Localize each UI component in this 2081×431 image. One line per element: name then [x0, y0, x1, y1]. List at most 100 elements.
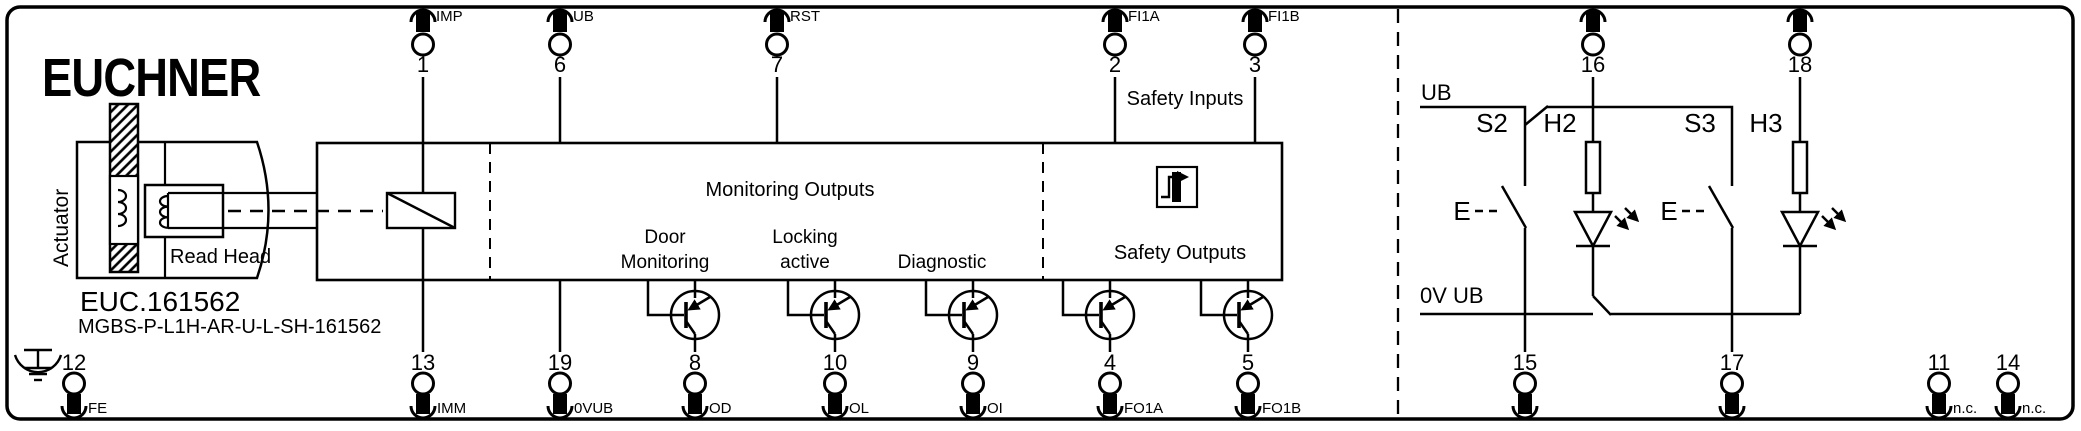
terminal-circle-icon — [1243, 32, 1267, 57]
terminal-hood-icon — [959, 405, 987, 420]
lamp-h2-label: H2 — [1543, 108, 1576, 138]
terminal-pin-icon — [828, 394, 842, 414]
lamp-h3-branch — [1782, 77, 1844, 314]
resistor-h3 — [1791, 140, 1809, 195]
terminal-top-18: 18 — [1786, 8, 1814, 77]
terminal-pin-icon — [553, 394, 567, 414]
terminal-pin-icon — [416, 11, 430, 32]
terminal-number: 9 — [967, 350, 979, 375]
terminal-label: n.c. — [2022, 400, 2046, 417]
switch-s2-label: S2 — [1476, 108, 1508, 138]
terminal-bottom-11: 11 n.c. — [1925, 350, 1977, 420]
terminal-top-6: 6 UB — [546, 8, 594, 77]
monitoring-outputs-label: Monitoring Outputs — [706, 179, 875, 201]
ub-rail — [1420, 105, 1527, 186]
terminal-label: OL — [849, 400, 869, 417]
ub-rail-label: UB — [1421, 80, 1452, 105]
terminal-label: FE — [88, 400, 107, 417]
terminal-hood-icon — [763, 8, 791, 23]
terminal-circle-icon — [1581, 32, 1605, 57]
device-block-outline — [315, 141, 1284, 282]
actuator-assembly: Actuator Read Head — [50, 102, 383, 280]
actuator-label: Actuator — [50, 189, 73, 267]
terminal-circle-icon — [765, 32, 789, 57]
terminal-number: 18 — [1788, 52, 1812, 77]
terminal-number: 1 — [417, 52, 429, 77]
switch-s2: E — [1453, 185, 1528, 352]
terminal-number: 17 — [1720, 350, 1744, 375]
pulse-icon — [1155, 165, 1199, 209]
diagram-border — [5, 5, 2075, 421]
terminal-circle-icon — [62, 371, 86, 396]
terminal-hood-icon — [409, 8, 437, 23]
terminal-circle-icon — [1236, 371, 1260, 396]
terminal-number: 2 — [1109, 52, 1121, 77]
switch-s3-label: S3 — [1684, 108, 1716, 138]
locking-active-label-1: Locking — [772, 227, 838, 248]
terminal-hood-icon — [546, 405, 574, 420]
terminal-circle-icon — [1996, 371, 2020, 396]
h2-rail-blade — [1592, 295, 1612, 316]
terminal-circle-icon — [411, 371, 435, 396]
terminal-hood-icon — [1511, 405, 1539, 420]
terminal-bottom-14: 14 n.c. — [1994, 350, 2046, 420]
locking-active-label-2: active — [780, 252, 830, 273]
terminal-circle-icon — [548, 371, 572, 396]
earth-symbol — [13, 348, 63, 382]
e-actuator-s3-label: E — [1660, 196, 1677, 226]
door-monitoring-label-1: Door — [644, 227, 686, 248]
terminal-label: FI1A — [1128, 8, 1160, 25]
terminal-label: FO1B — [1262, 400, 1301, 417]
product-id: EUC.161562 — [80, 286, 240, 317]
bottom-terminal-wires — [421, 280, 562, 352]
terminal-number: 14 — [1996, 350, 2020, 375]
terminal-hood-icon — [1234, 405, 1262, 420]
safety-inputs-label: Safety Inputs — [1127, 88, 1244, 110]
terminal-pin-icon — [1932, 394, 1946, 414]
terminal-pin-icon — [770, 11, 784, 32]
terminal-hood-icon — [1096, 405, 1124, 420]
terminal-hood-icon — [1925, 405, 1953, 420]
resistor-h2 — [1584, 140, 1602, 195]
terminal-label: IMM — [437, 400, 466, 417]
terminal-pin-icon — [2001, 394, 2015, 414]
terminal-label: OI — [987, 400, 1003, 417]
terminal-number: 4 — [1104, 350, 1116, 375]
terminal-pin-icon — [553, 11, 567, 32]
terminal-label: FO1A — [1124, 400, 1163, 417]
relay-symbol — [385, 143, 457, 280]
terminal-pin-icon — [1725, 394, 1739, 414]
read-head-coil — [158, 194, 169, 229]
terminal-number: 12 — [62, 350, 86, 375]
terminal-label: n.c. — [1953, 400, 1977, 417]
diagnostic-label: Diagnostic — [898, 252, 987, 273]
door-monitoring-label-2: Monitoring — [621, 252, 710, 273]
terminal-label: 0VUB — [574, 400, 613, 417]
terminal-hood-icon — [1241, 8, 1269, 23]
top-terminal-wires — [421, 77, 1257, 143]
terminal-hood-icon — [1786, 8, 1814, 23]
terminal-bottom-17: 17 — [1718, 350, 1746, 420]
terminal-pin-icon — [966, 394, 980, 414]
terminal-label: UB — [573, 8, 594, 25]
terminal-number: 8 — [689, 350, 701, 375]
terminal-number: 7 — [771, 52, 783, 77]
brand-logo: EUCHNER — [42, 47, 260, 108]
terminal-number: 11 — [1928, 350, 1951, 375]
terminal-number: 6 — [554, 52, 566, 77]
terminal-top-16: 16 — [1579, 8, 1607, 77]
ub-rail-blade — [1524, 105, 1549, 126]
lamp-h2-branch — [1575, 77, 1637, 316]
terminal-pin-icon — [1793, 11, 1807, 32]
terminal-hood-icon — [681, 405, 709, 420]
terminal-circle-icon — [1720, 371, 1744, 396]
terminal-circle-icon — [1927, 371, 1951, 396]
